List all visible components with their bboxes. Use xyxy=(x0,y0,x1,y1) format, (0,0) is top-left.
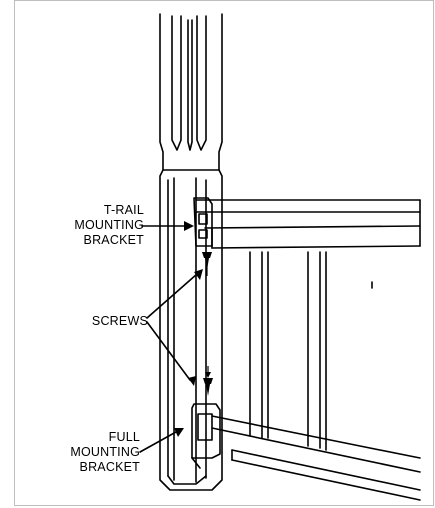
full-mounting-bracket-label: FULL MOUNTING BRACKET xyxy=(70,430,140,475)
top-rail xyxy=(195,199,421,249)
label-line: SCREWS xyxy=(91,314,148,328)
label-line: FULL xyxy=(108,430,140,444)
arrowhead-screw-lower xyxy=(188,376,196,386)
label-line: T-RAIL xyxy=(103,203,144,217)
arrowheads xyxy=(174,221,203,437)
full-bracket xyxy=(191,403,221,469)
upper-screw xyxy=(202,252,212,276)
arrowhead-t-rail xyxy=(184,221,194,231)
post-upper xyxy=(159,13,223,171)
bottom-rail xyxy=(211,415,421,501)
figure-frame xyxy=(14,0,434,506)
label-line: BRACKET xyxy=(79,460,140,474)
balusters xyxy=(249,251,373,451)
label-line: MOUNTING xyxy=(74,218,144,232)
arrowhead-full xyxy=(174,428,184,437)
label-line: BRACKET xyxy=(83,233,144,247)
leader-lines xyxy=(139,225,198,453)
t-rail-bracket xyxy=(193,197,213,247)
screws-label: SCREWS xyxy=(80,314,148,329)
lower-screw xyxy=(203,366,213,396)
arrowhead-screw-upper xyxy=(194,269,203,280)
label-line: MOUNTING xyxy=(70,445,140,459)
t-rail-mounting-bracket-label: T-RAIL MOUNTING BRACKET xyxy=(72,203,144,248)
